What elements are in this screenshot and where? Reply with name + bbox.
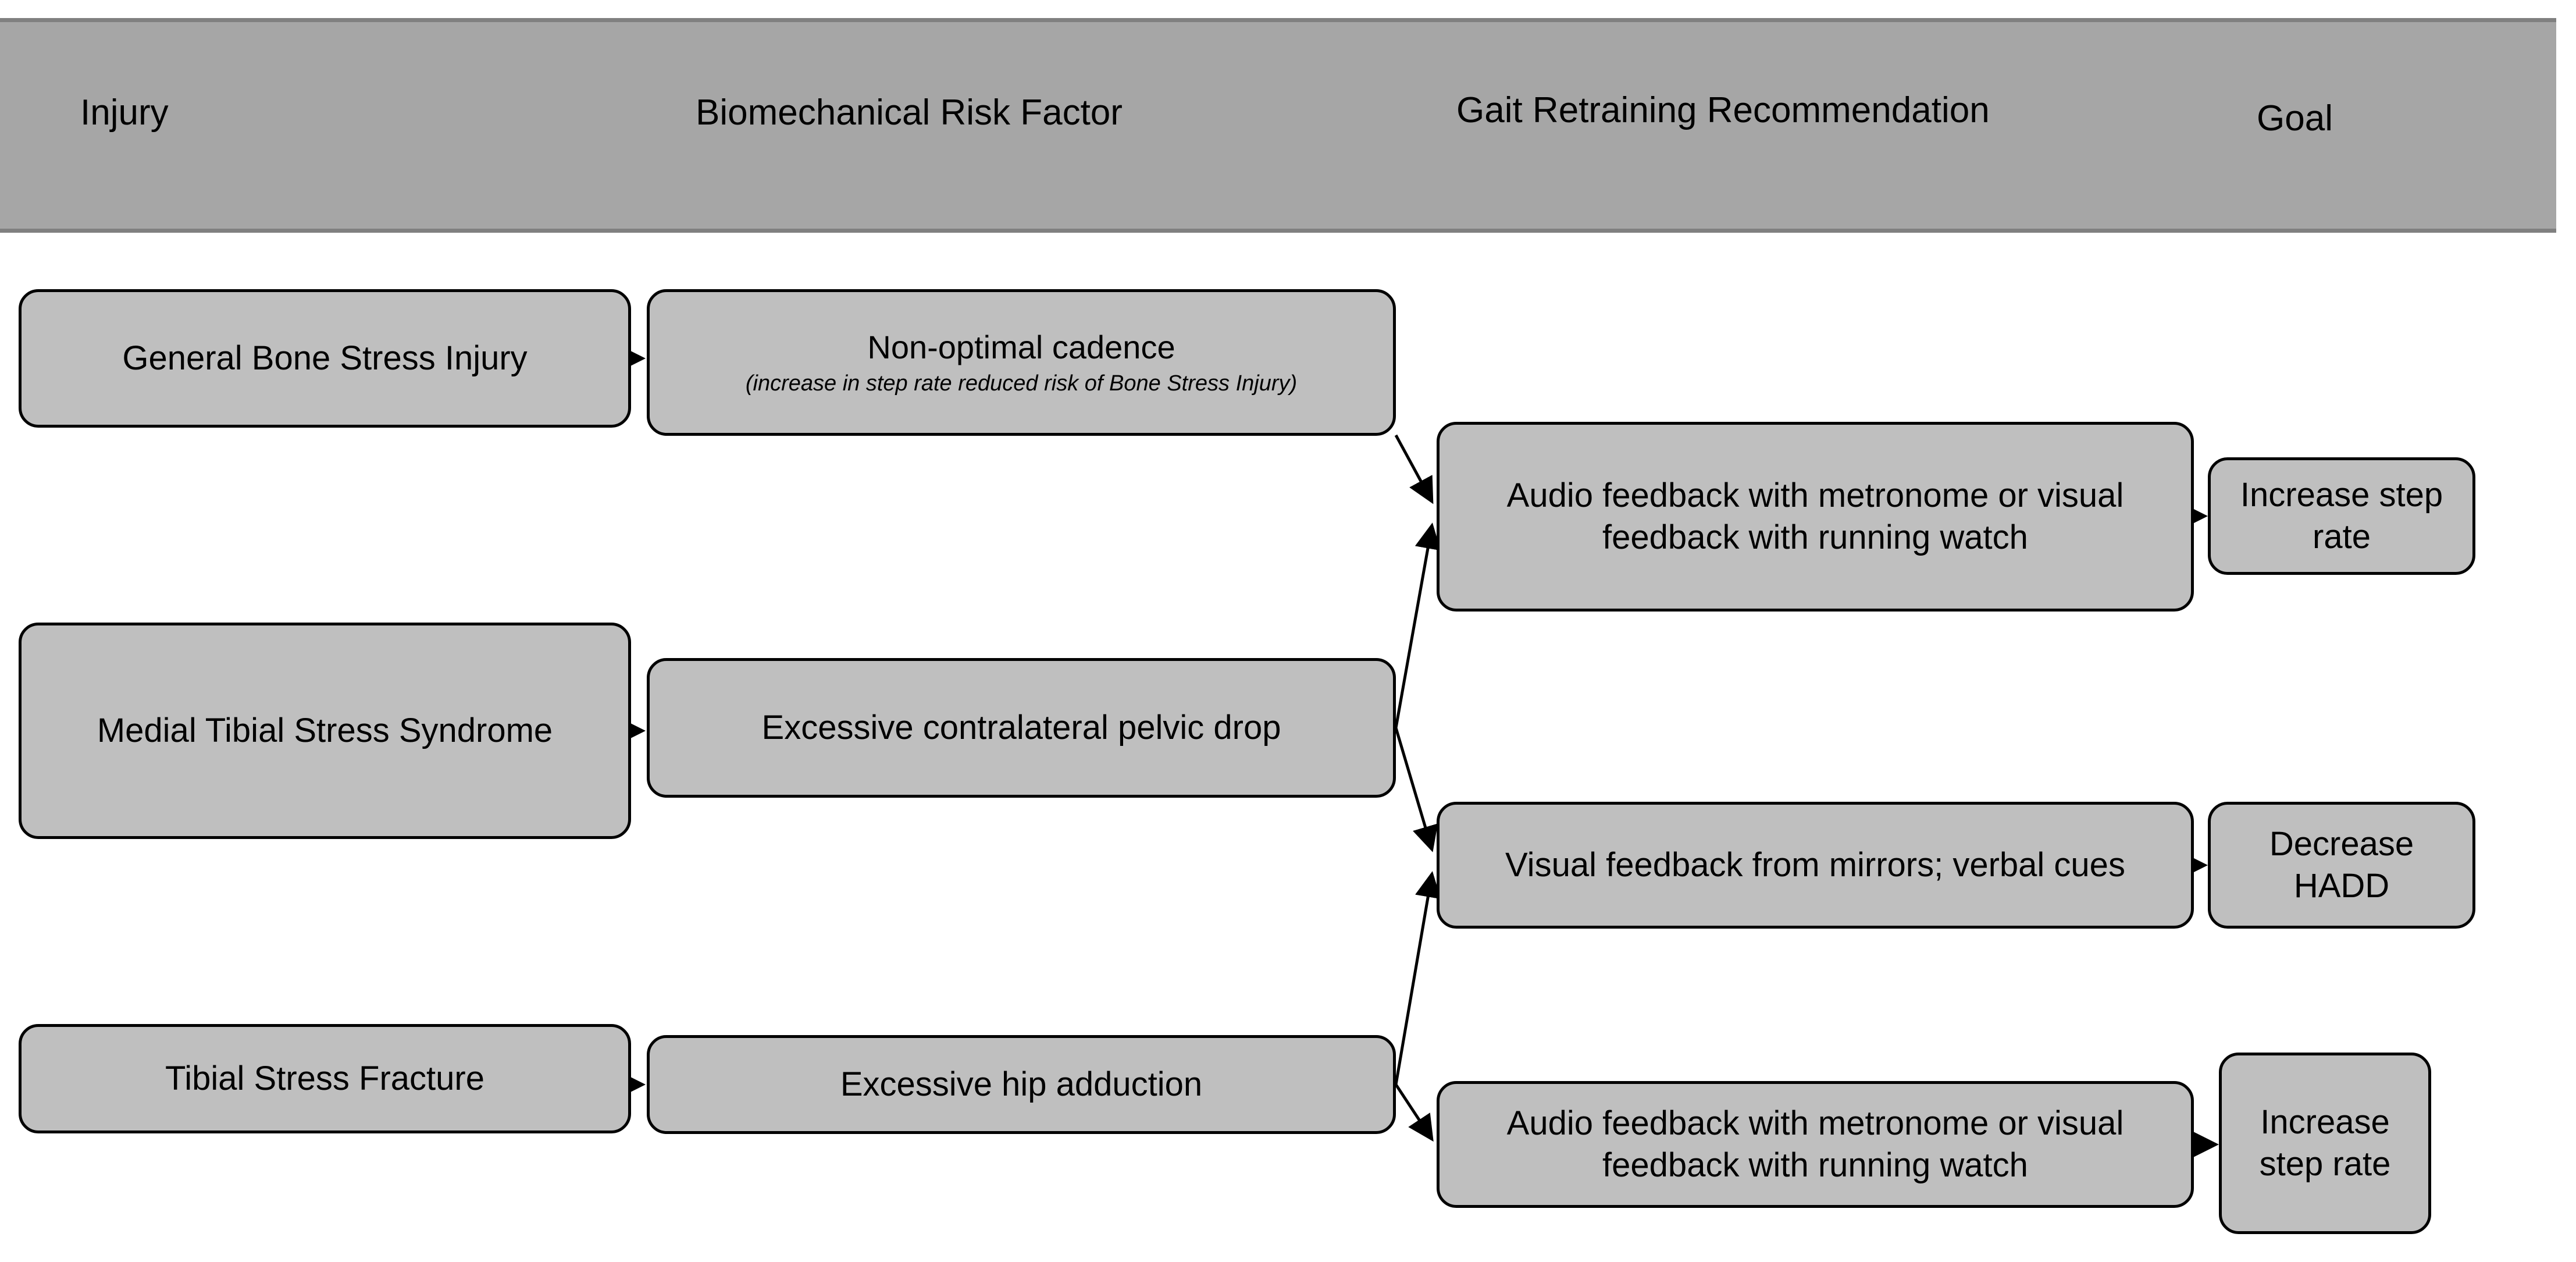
edge-pelvic-drop-to-audio-1 <box>1394 522 1441 728</box>
node-label: Visual feedback from mirrors; verbal cue… <box>1505 846 2125 884</box>
node-label: Increase step rate <box>2259 1103 2391 1183</box>
node-visual-feedback-mirrors[interactable]: Visual feedback from mirrors; verbal cue… <box>1437 802 2194 929</box>
node-non-optimal-cadence[interactable]: Non-optimal cadence (increase in step ra… <box>647 289 1396 436</box>
node-label: Tibial Stress Fracture <box>165 1060 484 1098</box>
node-audio-or-visual-feedback-1[interactable]: Audio feedback with metronome or visual … <box>1437 422 2194 612</box>
node-excessive-contralateral-pelvic-drop[interactable]: Excessive contralateral pelvic drop <box>647 658 1396 798</box>
node-label: Decrease HADD <box>2269 825 2414 905</box>
node-general-bone-stress-injury[interactable]: General Bone Stress Injury <box>19 289 631 428</box>
column-header-injury: Injury <box>80 93 169 133</box>
edge-hip-adduction-to-audio-2 <box>1394 1083 1434 1142</box>
node-label: Increase step rate <box>2240 476 2443 556</box>
node-label: Audio feedback with metronome or visual … <box>1506 477 2124 556</box>
node-label: Excessive hip adduction <box>840 1065 1203 1104</box>
node-audio-or-visual-feedback-2[interactable]: Audio feedback with metronome or visual … <box>1437 1081 2194 1208</box>
node-tibial-stress-fracture[interactable]: Tibial Stress Fracture <box>19 1024 631 1133</box>
node-label: General Bone Stress Injury <box>122 339 528 378</box>
column-header-biomechanical-risk-factor: Biomechanical Risk Factor <box>696 93 1123 133</box>
node-label: Excessive contralateral pelvic drop <box>761 709 1281 747</box>
column-header-gait-retraining-recommendation: Gait Retraining Recommendation <box>1456 90 1990 130</box>
node-medial-tibial-stress-syndrome[interactable]: Medial Tibial Stress Syndrome <box>19 623 631 839</box>
node-label: Non-optimal cadence <box>867 328 1175 365</box>
column-header-goal: Goal <box>2257 98 2333 138</box>
edge-cadence-to-audio-1 <box>1394 434 1434 504</box>
node-label: Audio feedback with metronome or visual … <box>1506 1104 2124 1184</box>
column-header-band <box>0 18 2556 233</box>
node-goal-decrease-hadd[interactable]: Decrease HADD <box>2208 802 2475 929</box>
node-goal-increase-step-rate-2[interactable]: Increase step rate <box>2219 1053 2431 1234</box>
node-excessive-hip-adduction[interactable]: Excessive hip adduction <box>647 1035 1396 1134</box>
edge-hip-adduction-to-mirrors <box>1394 871 1441 1085</box>
node-note: (increase in step rate reduced risk of B… <box>745 371 1298 396</box>
node-goal-increase-step-rate-1[interactable]: Increase step rate <box>2208 457 2475 575</box>
node-label: Medial Tibial Stress Syndrome <box>97 712 553 750</box>
edge-pelvic-drop-to-mirrors <box>1394 727 1438 852</box>
